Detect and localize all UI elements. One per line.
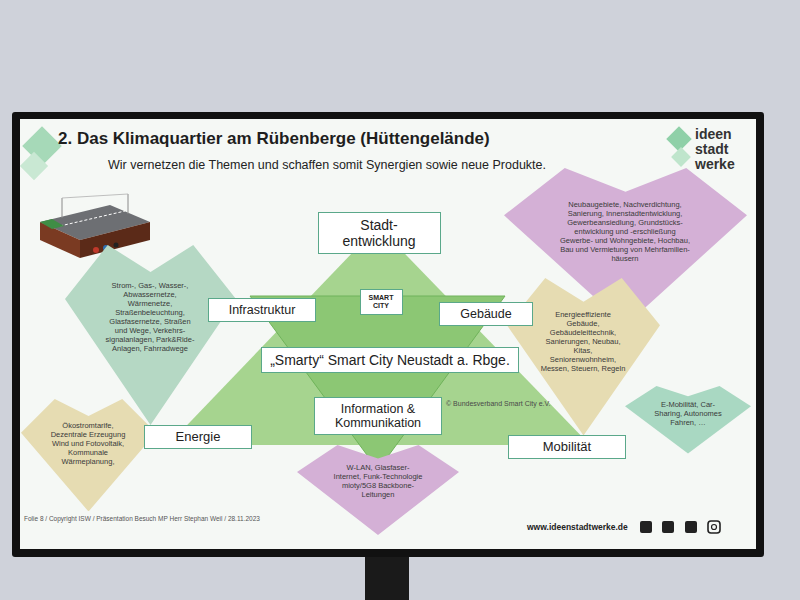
heart-text: E-Mobilität, Car- Sharing, Autonomes Fah…	[653, 400, 723, 427]
lamp-post	[62, 198, 63, 218]
topic-heart: E-Mobilität, Car- Sharing, Autonomes Fah…	[625, 386, 751, 454]
heart-fill	[65, 245, 236, 425]
topic-box: Information & Kommunikation	[314, 397, 442, 436]
footer-note: Folie 8 / Copyright ISW / Präsentation B…	[24, 515, 260, 522]
deco-diamond	[20, 152, 48, 180]
topic-box: „Smarty“ Smart City Neustadt a. Rbge.	[261, 347, 519, 373]
facebook-icon	[640, 521, 652, 533]
box-label: Gebäude	[448, 307, 524, 321]
box-label: Stadt- entwicklung	[327, 217, 432, 249]
topic-heart: W-LAN, Glasfaser-Internet, Funk-Technolo…	[297, 445, 459, 535]
box-label: Infrastruktur	[217, 303, 307, 317]
green-strip	[40, 219, 64, 229]
instagram-icon	[712, 525, 717, 530]
heart-text: W-LAN, Glasfaser-Internet, Funk-Technolo…	[333, 463, 423, 499]
instagram-icon	[708, 521, 720, 533]
monitor-stand	[365, 555, 409, 600]
heart-fill	[625, 386, 751, 454]
footer-url: www.ideenstadtwerke.de	[527, 522, 628, 532]
box-label: „Smarty“ Smart City Neustadt a. Rbge.	[270, 352, 510, 368]
social-icons	[640, 521, 720, 533]
logo-word: ideen	[695, 126, 732, 142]
district-illustration	[40, 194, 150, 258]
heart-text: Ökostromtarife, Dezentrale Erzeugung Win…	[51, 421, 126, 466]
topic-box: Infrastruktur	[208, 298, 316, 322]
heart-text: Energieeffiziente Gebäude, Gebäudeleitte…	[541, 310, 626, 373]
topic-box: Gebäude	[439, 302, 533, 326]
lane-mark	[60, 211, 125, 226]
box-label: Mobilität	[517, 440, 617, 455]
heart-fill	[21, 399, 156, 512]
slide-title: 2. Das Klimaquartier am Rübenberge (Hütt…	[58, 129, 490, 149]
lamp-post	[128, 194, 129, 214]
subtitle: Wir vernetzen die Themen und schaffen so…	[108, 158, 546, 172]
heart-text: Neubaugebiete, Nachverdichtung, Sanierun…	[558, 200, 693, 263]
heart-fill	[297, 445, 459, 535]
ground-side	[40, 222, 80, 258]
linkedin-icon	[685, 521, 697, 533]
box-label: Energie	[153, 430, 243, 445]
logo-diamond	[671, 147, 691, 167]
topic-box: Mobilität	[508, 435, 626, 460]
box-label: SMART CITY	[369, 294, 394, 310]
copyright-note: © Bundesverband Smart City e.V.	[446, 400, 551, 407]
pipe	[93, 247, 99, 253]
logo-diamond	[666, 126, 691, 151]
logo-word: stadt	[695, 141, 728, 157]
heart-text: Strom-, Gas-, Wasser-, Abwassernetze, Wä…	[103, 281, 198, 353]
topic-heart: Ökostromtarife, Dezentrale Erzeugung Win…	[21, 399, 156, 512]
twitter-icon	[662, 521, 674, 533]
cable	[62, 194, 128, 198]
topic-box: Energie	[144, 425, 252, 450]
monitor-bezel	[12, 112, 764, 557]
topic-heart: Strom-, Gas-, Wasser-, Abwassernetze, Wä…	[65, 245, 236, 425]
slide-screen	[20, 119, 756, 549]
topic-box: Stadt- entwicklung	[318, 212, 441, 254]
pipe	[114, 243, 119, 248]
logo-word: werke	[695, 156, 735, 172]
topic-box: SMART CITY	[360, 289, 403, 315]
box-label: Information & Kommunikation	[323, 402, 433, 431]
